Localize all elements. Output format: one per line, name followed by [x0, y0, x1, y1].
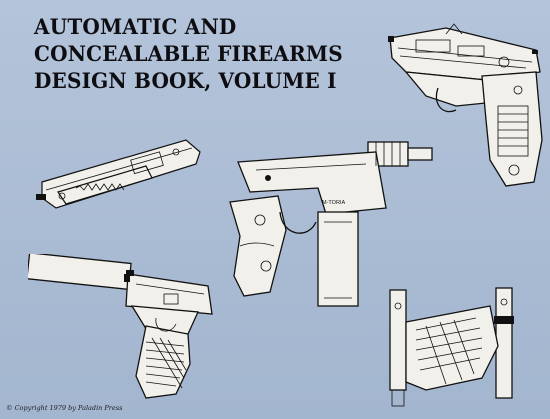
- gun-marking-text: M-TORIA: [322, 200, 345, 206]
- machine-pistol-illustration: M-TORIA: [226, 126, 438, 316]
- book-title: AUTOMATIC AND CONCEALABLE FIREARMS DESIG…: [34, 14, 350, 95]
- copyright-notice: © Copyright 1979 by Paladin Press: [6, 404, 123, 412]
- bolt-mechanism-illustration: [36, 130, 206, 218]
- suppressed-pistol-illustration: [28, 254, 216, 402]
- title-line-3: DESIGN BOOK, VOLUME I: [34, 69, 337, 94]
- concealable-frame-illustration: [386, 286, 526, 414]
- pistol-cutaway-illustration: [386, 10, 546, 188]
- title-line-2: CONCEALABLE FIREARMS: [34, 42, 343, 67]
- title-line-1: AUTOMATIC AND: [34, 15, 237, 40]
